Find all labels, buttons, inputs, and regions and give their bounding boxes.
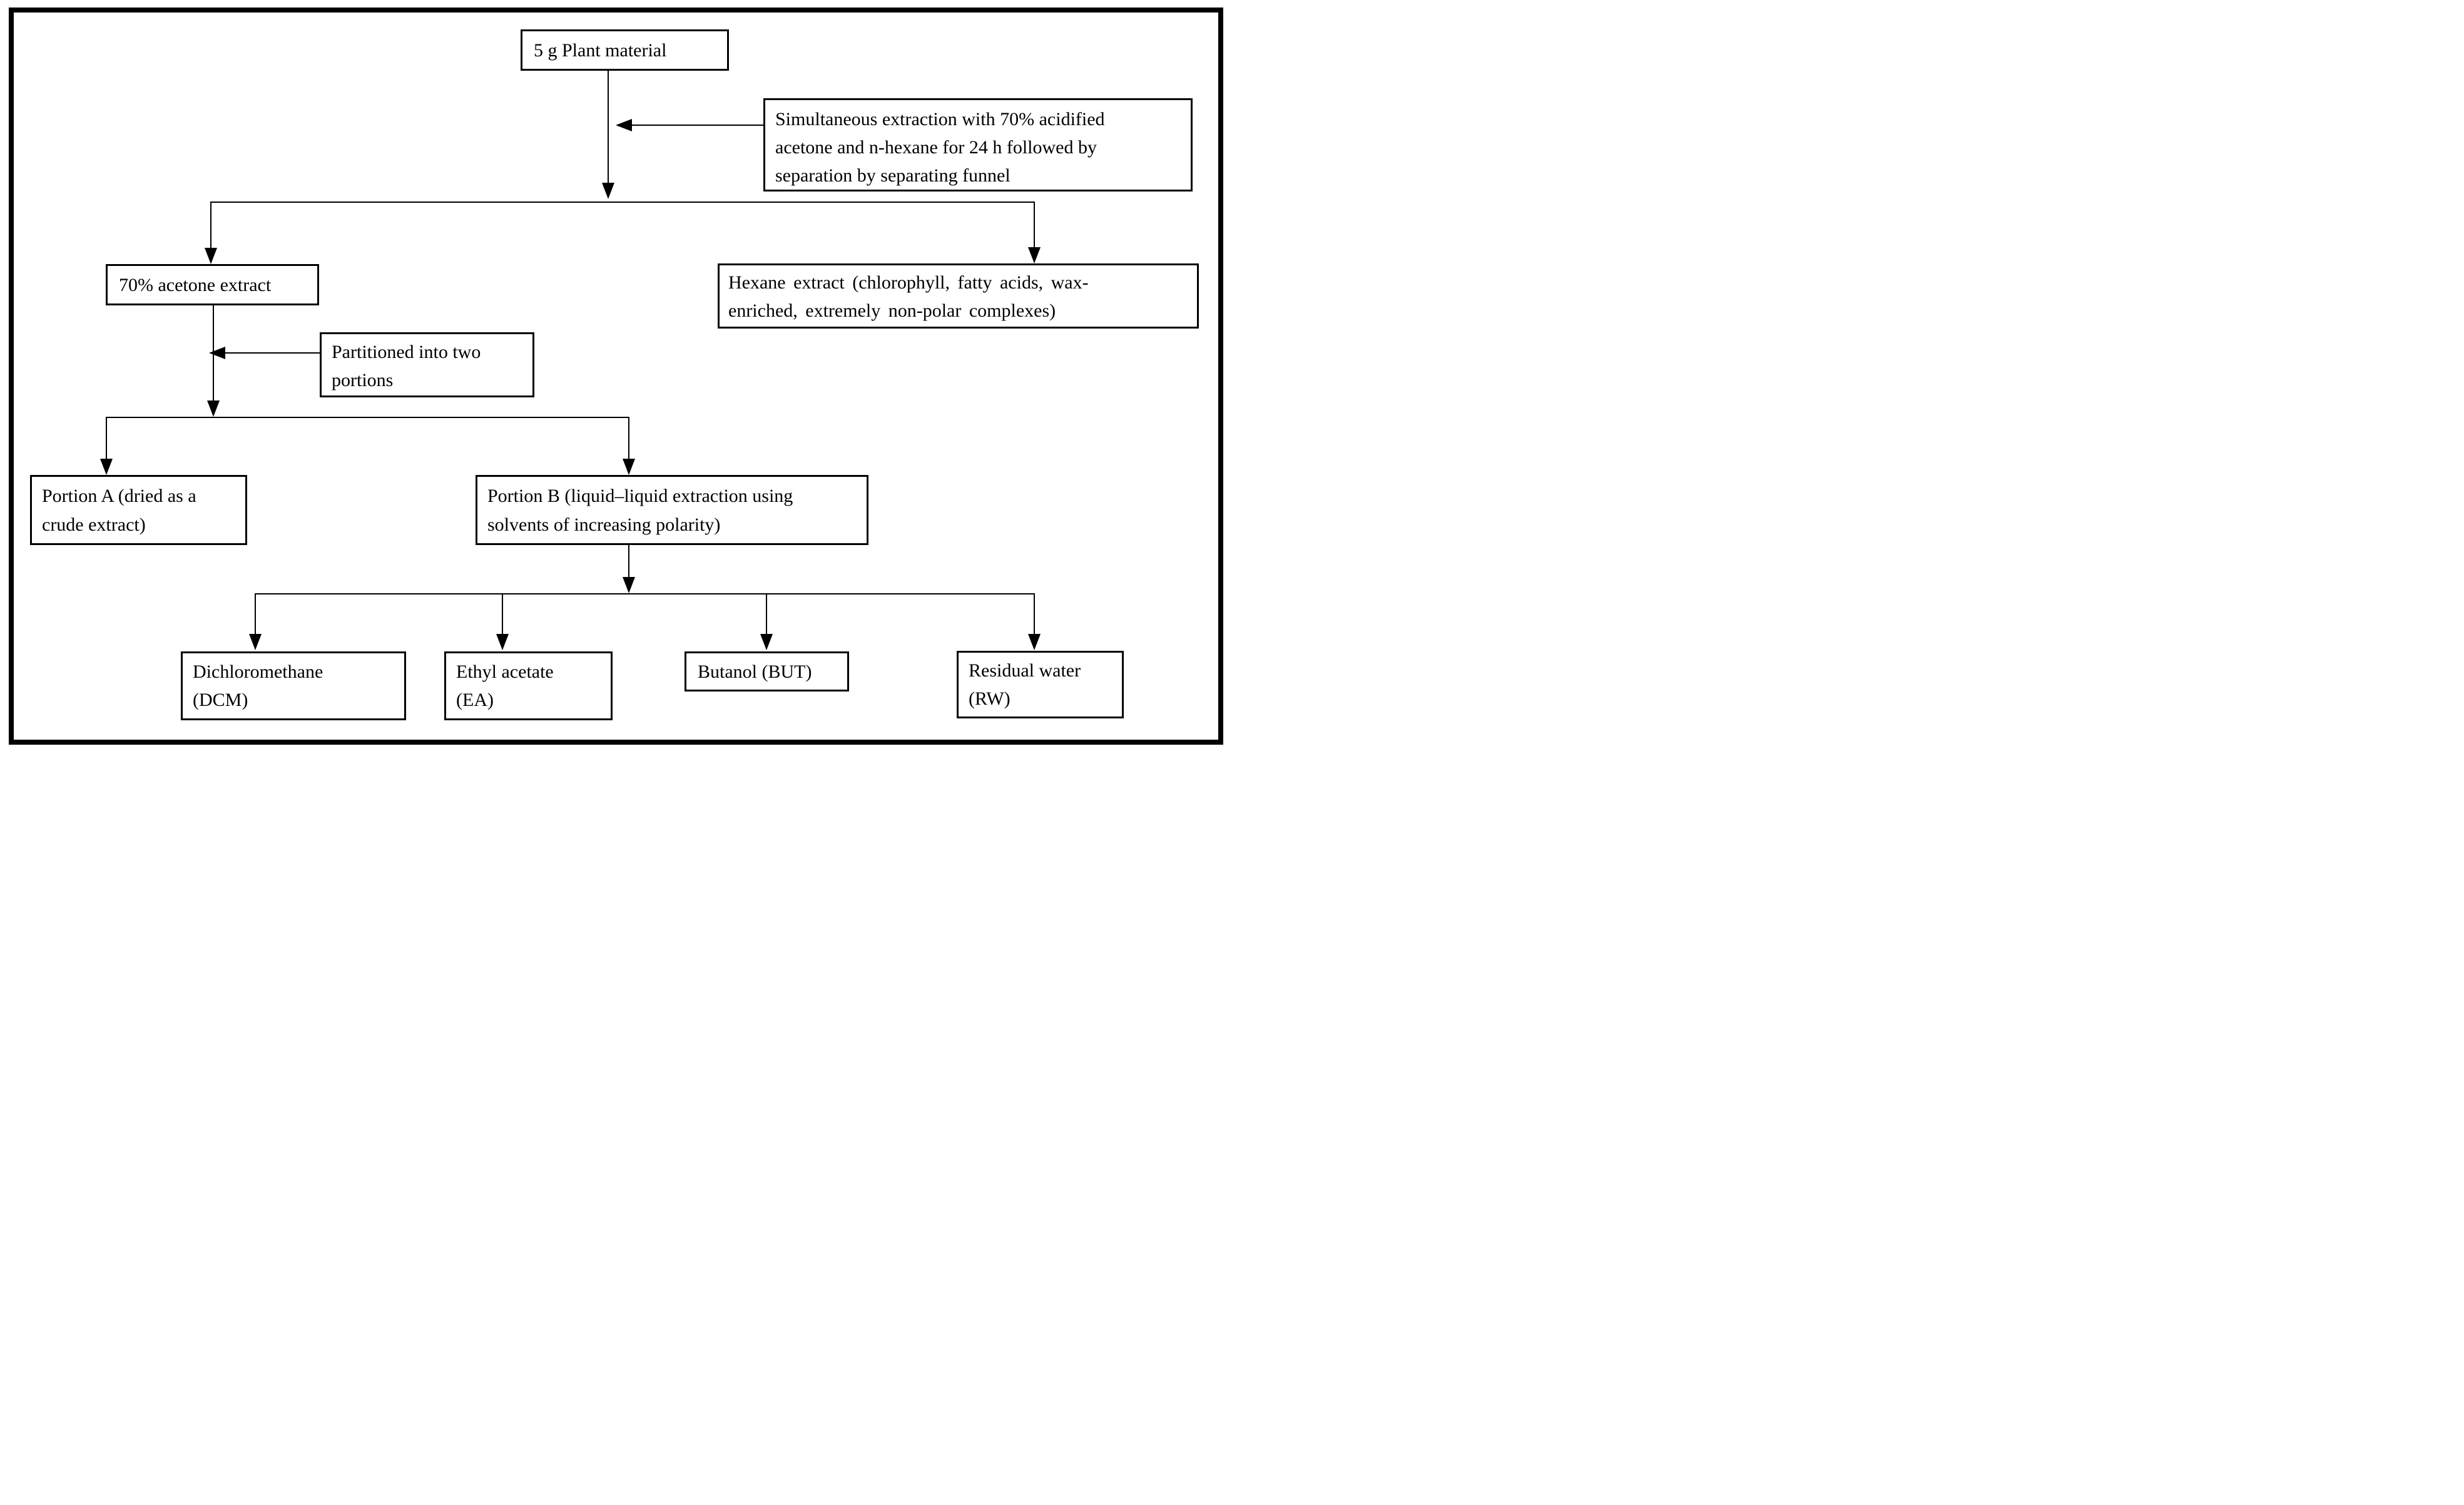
connector-split1-hexane (1034, 202, 1035, 248)
residual-water-box: Residual water (RW) (957, 651, 1124, 718)
split-bar-2 (106, 417, 629, 418)
connector-plant-down (608, 71, 609, 184)
arrowhead-to-ea (496, 634, 509, 650)
arrowhead-to-but (760, 634, 773, 650)
split-bar-3 (255, 593, 1035, 594)
connector-partition-left (225, 352, 320, 354)
ethyl-acetate-box: Ethyl acetate (EA) (444, 651, 613, 720)
arrowhead-to-portion-a (100, 459, 113, 475)
dichloromethane-box: Dichloromethane (DCM) (181, 651, 406, 720)
arrowhead-acetone-to-split (207, 400, 220, 417)
arrowhead-to-rw (1028, 634, 1041, 650)
arrowhead-to-hexane (1028, 247, 1041, 263)
connector-split3-dcm (255, 593, 256, 635)
butanol-box: Butanol (BUT) (685, 651, 849, 691)
portion-a-box: Portion A (dried as a crude extract) (30, 475, 247, 545)
partition-note-box: Partitioned into two portions (320, 332, 534, 397)
connector-portion-b-down (628, 545, 629, 578)
connector-split3-ea (502, 593, 503, 635)
connector-note-left (632, 125, 763, 126)
connector-split2-portion-a (106, 417, 107, 459)
arrowhead-note-to-stem (616, 119, 632, 131)
connector-split3-rw (1034, 593, 1035, 635)
arrowhead-to-dcm (249, 634, 262, 650)
arrowhead-to-acetone (205, 248, 217, 264)
hexane-extract-box: Hexane extract (chlorophyll, fatty acids… (718, 263, 1199, 329)
connector-split1-acetone (210, 202, 211, 249)
extraction-note-box: Simultaneous extraction with 70% acidifi… (763, 98, 1193, 191)
acetone-extract-box: 70% acetone extract (106, 264, 319, 305)
flowchart-canvas: 5 g Plant material Simultaneous extracti… (0, 0, 1232, 752)
arrowhead-portionb-to-split (623, 577, 635, 593)
plant-material-box: 5 g Plant material (521, 29, 729, 71)
split-bar-1 (211, 202, 1035, 203)
connector-split3-but (766, 593, 767, 635)
arrowhead-plant-to-split (602, 183, 614, 199)
portion-b-box: Portion B (liquid–liquid extraction usin… (476, 475, 868, 545)
arrowhead-to-portion-b (623, 459, 635, 475)
arrowhead-partition-to-stem (209, 347, 225, 359)
connector-split2-portion-b (628, 417, 629, 459)
